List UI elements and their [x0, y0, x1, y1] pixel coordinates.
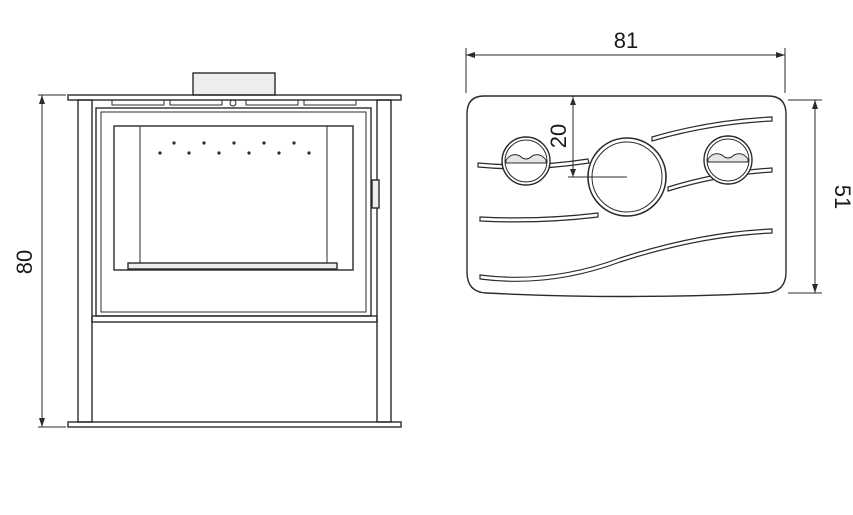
- left-leg: [77, 99, 93, 423]
- firebox: [139, 125, 328, 265]
- door-glass: [113, 125, 354, 271]
- ash-lip: [127, 262, 338, 270]
- door-handle: [371, 179, 380, 209]
- depth-label: 51: [830, 185, 853, 209]
- log-store: [91, 321, 378, 423]
- top-outline: [466, 95, 787, 298]
- right-leg: [376, 99, 392, 423]
- plinth-top: [91, 315, 378, 323]
- base-plate: [67, 421, 402, 428]
- width-label: 81: [614, 28, 638, 53]
- door-frame: [95, 107, 372, 317]
- height-dimension: [38, 94, 66, 428]
- left-vent: [501, 136, 551, 186]
- front-view: 80: [12, 72, 402, 428]
- right-vent: [703, 135, 753, 185]
- offset-dimension: [568, 96, 627, 178]
- depth-dimension: [788, 99, 822, 294]
- air-holes: [158, 141, 311, 155]
- flue-outlet: [192, 72, 276, 96]
- offset-label: 20: [546, 124, 571, 148]
- width-dimension: [465, 48, 786, 93]
- door-inner-frame: [100, 111, 367, 313]
- height-label: 80: [12, 250, 37, 274]
- top-view: 81 51: [465, 28, 853, 298]
- top-plate: [67, 94, 402, 101]
- top-vents: [111, 99, 357, 107]
